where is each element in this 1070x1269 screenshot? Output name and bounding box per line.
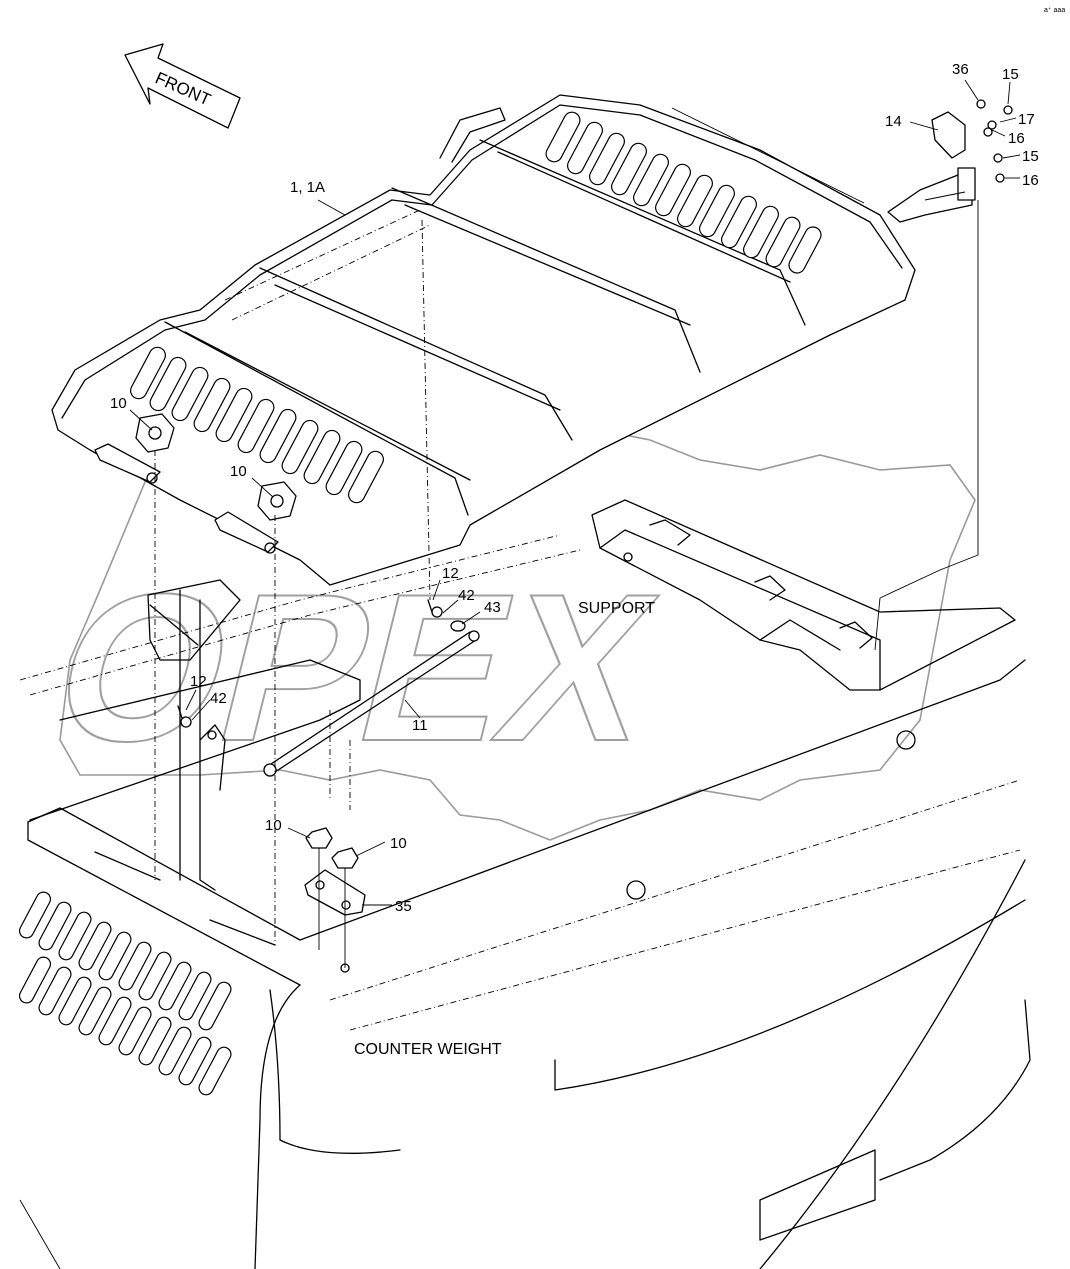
callout-15a: 15 (1002, 66, 1019, 83)
latch-assembly (887, 99, 1013, 223)
callout-10c: 10 (265, 817, 282, 834)
hinge-right (214, 511, 279, 554)
front-arrow: FRONT (124, 43, 241, 129)
callout-15b: 15 (1022, 148, 1039, 165)
bottom-plate (304, 827, 366, 968)
watermark-logo: OPEX (33, 394, 976, 841)
callout-12a: 12 (442, 565, 459, 582)
callout-42a: 42 (458, 587, 475, 604)
engine-cover (51, 94, 916, 586)
callout-17: 17 (1018, 111, 1035, 128)
callout-36: 36 (952, 61, 969, 78)
callout-leaders (129, 79, 1021, 906)
callout-12b: 12 (190, 673, 207, 690)
rear-vent-slots (545, 111, 822, 274)
callout-35: 35 (395, 898, 412, 915)
text-labels: SUPPORT COUNTER WEIGHT 1, 1A 10 10 12 42… (110, 61, 1039, 1058)
callout-16a: 16 (1008, 130, 1025, 147)
corner-code: a⁺ aaa (1044, 7, 1065, 14)
callout-43: 43 (484, 599, 501, 616)
callout-11: 11 (412, 717, 428, 734)
label-counter-weight: COUNTER WEIGHT (354, 1041, 502, 1058)
watermark-text: OPEX (34, 551, 676, 785)
counterweight-grille (18, 891, 232, 1096)
counter-weight (18, 659, 1031, 1269)
stay-rod (263, 630, 480, 777)
pins-washers (177, 599, 466, 728)
left-support (29, 579, 361, 891)
callout-10b: 10 (230, 463, 247, 480)
callout-16b: 16 (1022, 172, 1039, 189)
label-support: SUPPORT (578, 600, 655, 617)
callout-14: 14 (885, 113, 902, 130)
callout-10a: 10 (110, 395, 127, 412)
support-frame (19, 499, 1016, 696)
callout-cover: 1, 1A (290, 179, 325, 196)
front-vent-slots (130, 346, 384, 504)
callout-42b: 42 (210, 690, 227, 707)
callout-10d: 10 (390, 835, 407, 852)
